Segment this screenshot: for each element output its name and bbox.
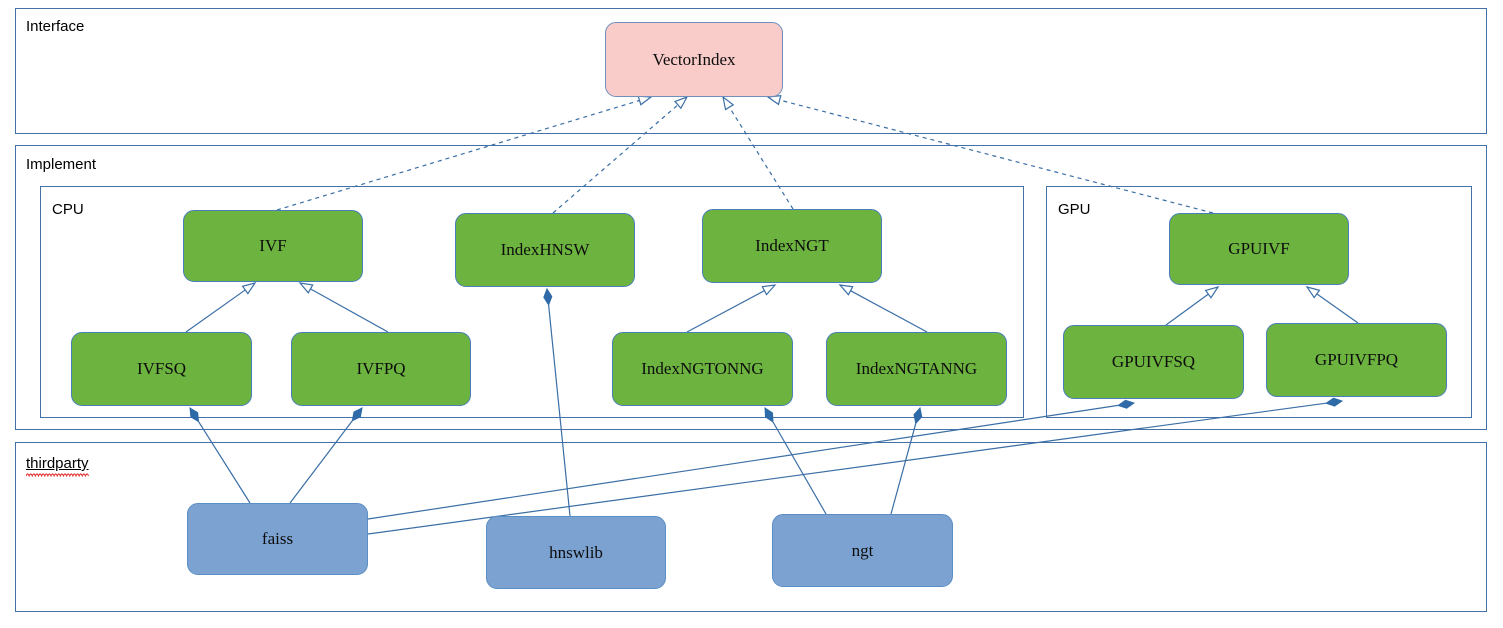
node-label-ivfsq: IVFSQ [136, 359, 187, 378]
node-label-gpuivfsq: GPUIVFSQ [1111, 352, 1196, 371]
node-label-indexngt: IndexNGT [755, 236, 829, 255]
node-indexngt[interactable]: IndexNGT [702, 209, 882, 283]
node-faiss[interactable]: faiss [187, 503, 368, 575]
group-label-implement: Implement [26, 156, 97, 173]
group-label-cpu: CPU [52, 201, 84, 218]
spellcheck-squiggle-icon [26, 473, 89, 477]
node-ngt[interactable]: ngt [772, 514, 953, 587]
group-label-interface: Interface [26, 18, 85, 35]
node-gpuivfpq[interactable]: GPUIVFPQ [1266, 323, 1447, 397]
node-label-ngt: ngt [851, 540, 874, 560]
group-label-gpu: GPU [1058, 201, 1091, 218]
node-indexngtanng[interactable]: IndexNGTANNG [826, 332, 1007, 406]
node-vectorindex[interactable]: VectorIndex [605, 22, 783, 97]
group-label-thirdparty: thirdparty [26, 456, 89, 477]
node-label-ivf: IVF [259, 236, 287, 255]
node-ivfpq[interactable]: IVFPQ [291, 332, 471, 406]
node-indexhnsw[interactable]: IndexHNSW [455, 213, 635, 287]
node-label-vectorindex: VectorIndex [652, 49, 736, 69]
node-label-indexngtonng: IndexNGTONNG [641, 359, 764, 378]
node-ivfsq[interactable]: IVFSQ [71, 332, 252, 406]
node-gpuivf[interactable]: GPUIVF [1169, 213, 1349, 285]
node-label-gpuivfpq: GPUIVFPQ [1314, 350, 1399, 369]
node-label-indexngtanng: IndexNGTANNG [855, 359, 978, 378]
node-label-indexhnsw: IndexHNSW [500, 240, 590, 259]
node-label-faiss: faiss [261, 529, 294, 548]
node-hnswlib[interactable]: hnswlib [486, 516, 666, 589]
node-gpuivfsq[interactable]: GPUIVFSQ [1063, 325, 1244, 399]
node-ivf[interactable]: IVF [183, 210, 363, 282]
node-label-ivfpq: IVFPQ [356, 359, 406, 378]
node-label-gpuivf: GPUIVF [1228, 239, 1290, 258]
node-label-hnswlib: hnswlib [549, 542, 603, 562]
node-indexngtonng[interactable]: IndexNGTONNG [612, 332, 793, 406]
